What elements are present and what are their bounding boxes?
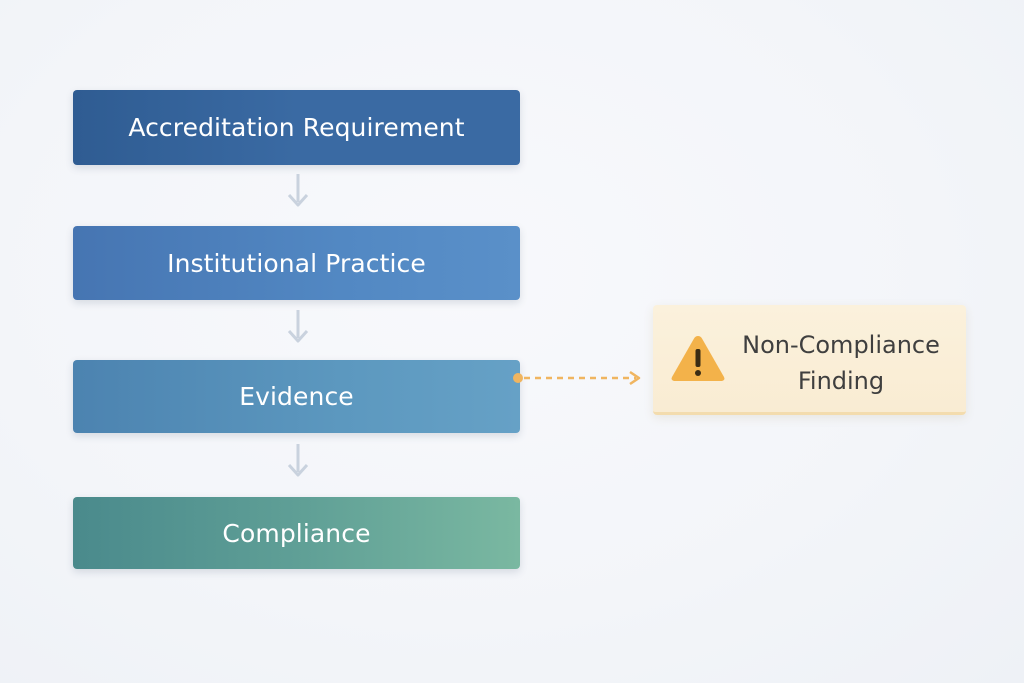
step-institutional-practice: Institutional Practice [73,226,520,300]
step-evidence: Evidence [73,360,520,433]
finding-line-1: Non-Compliance [742,331,940,359]
warning-icon [671,336,725,381]
finding-label: Non-Compliance Finding [731,327,951,399]
step-label: Accreditation Requirement [128,113,465,142]
down-arrow-icon [287,174,309,207]
dashed-connector-arrow [513,370,641,386]
non-compliance-finding-box: Non-Compliance Finding [653,305,966,415]
step-compliance: Compliance [73,497,520,569]
finding-line-2: Finding [797,367,885,395]
step-label: Evidence [239,382,354,411]
down-arrow-icon [287,444,309,477]
step-accreditation-requirement: Accreditation Requirement [73,90,520,165]
step-label: Institutional Practice [167,248,426,278]
step-label: Compliance [222,518,371,548]
down-arrow-icon [287,310,309,343]
